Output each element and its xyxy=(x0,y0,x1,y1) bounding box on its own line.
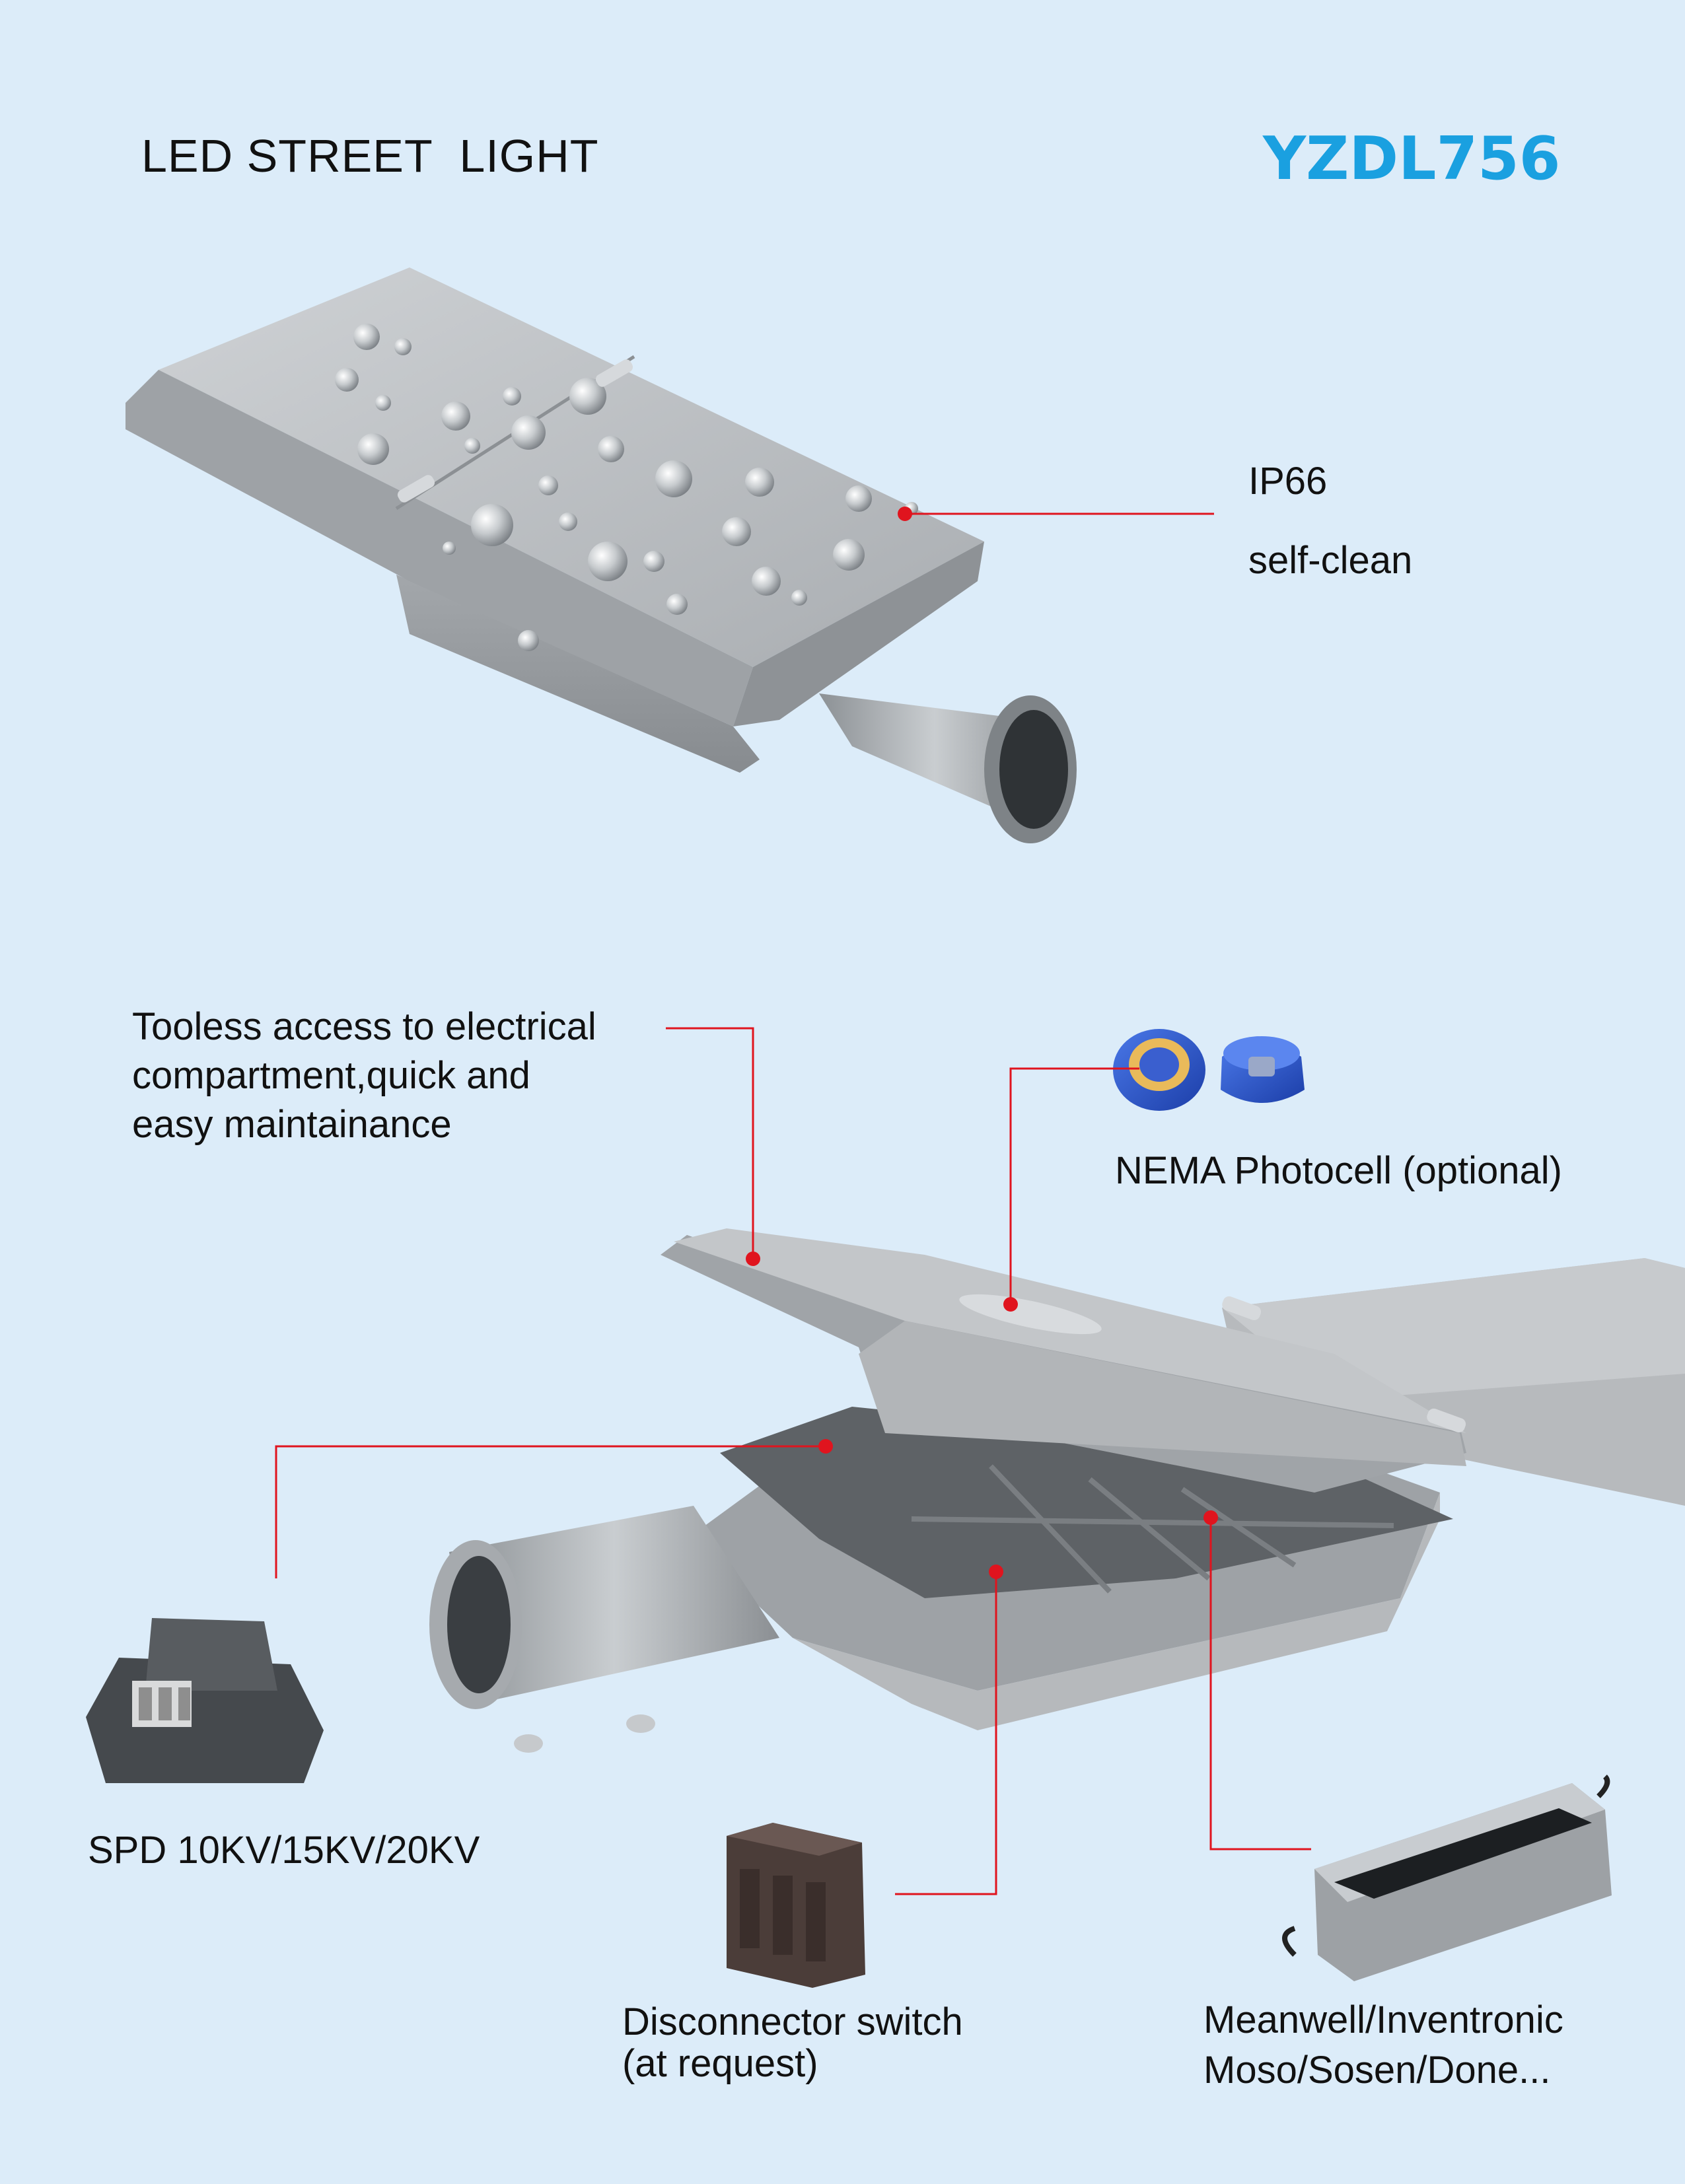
ip66-label: IP66 xyxy=(1248,460,1328,503)
spd-module-image xyxy=(86,1618,324,1783)
product-type-title: LED STREET LIGHT xyxy=(141,130,599,182)
tooless-label-line1: Tooless access to electrical xyxy=(132,1005,596,1048)
spd-callout xyxy=(275,1439,833,1578)
disconnector-switch-image xyxy=(727,1823,865,1988)
driver-label-line1: Meanwell/Inventronic xyxy=(1203,1998,1563,2041)
spd-label: SPD 10KV/15KV/20KV xyxy=(88,1829,480,1872)
street-light-open-image xyxy=(429,1228,1685,1753)
street-light-top-image xyxy=(125,267,1077,843)
photocell-callout xyxy=(1003,1067,1139,1312)
self-clean-label: self-clean xyxy=(1248,539,1413,582)
photocell-image xyxy=(1113,1029,1305,1111)
water-drops xyxy=(335,324,918,651)
tooless-label-line3: easy maintainance xyxy=(132,1103,452,1146)
driver-callout xyxy=(1203,1510,1311,1850)
photocell-label: NEMA Photocell (optional) xyxy=(1115,1149,1562,1192)
disconnector-label-line2: (at request) xyxy=(622,2042,818,2085)
driver-label-line2: Moso/Sosen/Done... xyxy=(1203,2049,1551,2092)
tooless-callout xyxy=(666,1027,760,1266)
led-driver-image xyxy=(1282,1775,1612,1981)
ip66-callout xyxy=(898,507,1214,521)
disconnector-callout xyxy=(895,1565,1003,1895)
disconnector-label-line1: Disconnector switch xyxy=(622,2000,963,2043)
model-number: YZDL756 xyxy=(1263,124,1561,194)
tooless-label-line2: compartment,quick and xyxy=(132,1054,530,1097)
